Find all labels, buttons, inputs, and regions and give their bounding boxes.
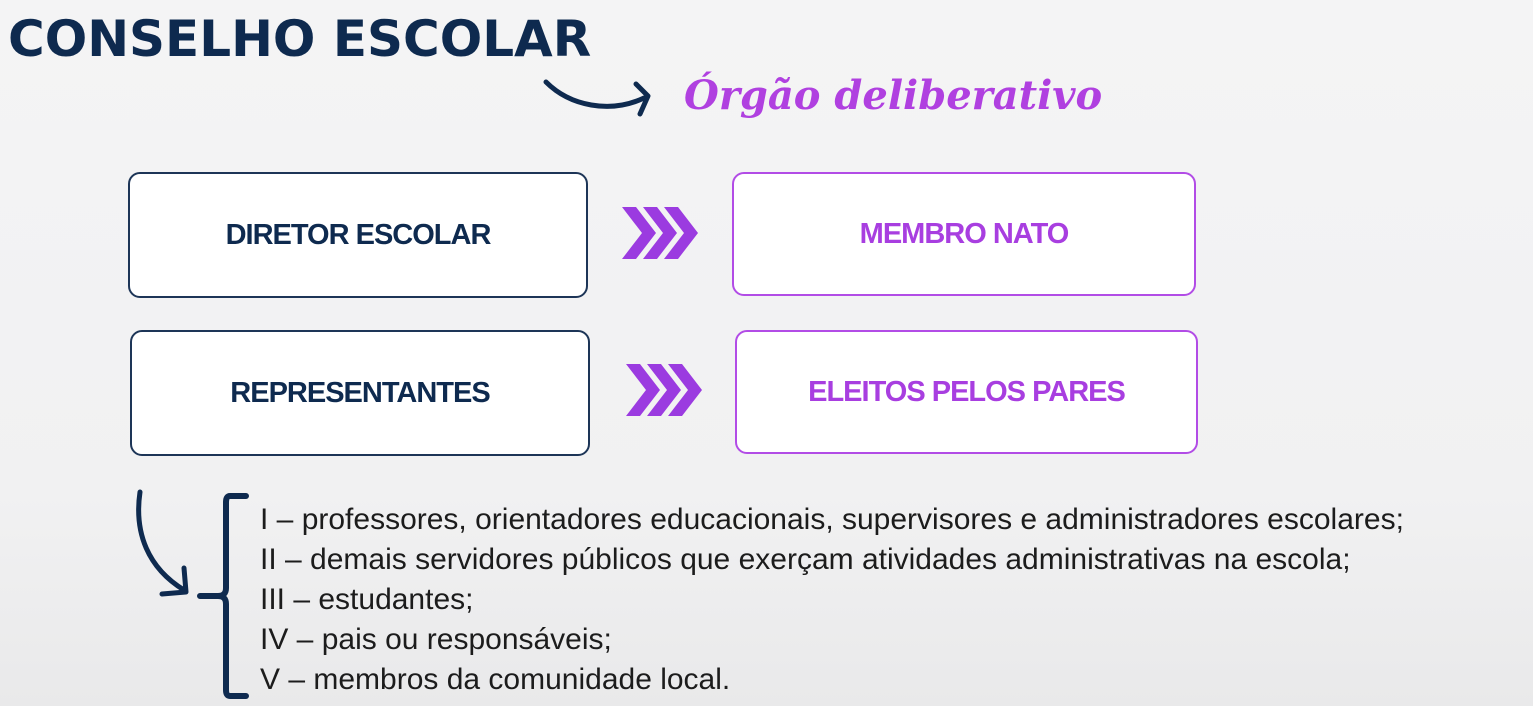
- director-box: DIRETOR ESCOLAR: [128, 172, 588, 298]
- page-title: CONSELHO ESCOLAR: [8, 10, 592, 68]
- subtitle: Órgão deliberativo: [684, 72, 1103, 119]
- representatives-box: REPRESENTANTES: [130, 330, 590, 456]
- member-nato-label: MEMBRO NATO: [859, 217, 1070, 250]
- list-item: IV – pais ou responsáveis;: [260, 623, 612, 656]
- list-item: III – estudantes;: [260, 583, 474, 616]
- chevron-triple-right-icon: [622, 207, 698, 259]
- director-label: DIRETOR ESCOLAR: [225, 218, 492, 251]
- curved-arrow-icon: [543, 79, 651, 117]
- list-item: II – demais servidores públicos que exer…: [260, 543, 1351, 576]
- elected-box: ELEITOS PELOS PARES: [735, 330, 1198, 454]
- member-nato-box: MEMBRO NATO: [732, 172, 1196, 296]
- representatives-label: REPRESENTANTES: [230, 376, 490, 409]
- left-bracket-icon: [197, 493, 249, 699]
- representatives-list: I – professores, orientadores educaciona…: [260, 500, 1404, 700]
- list-item: V – membros da comunidade local.: [260, 663, 731, 696]
- curved-down-arrow-icon: [136, 489, 189, 597]
- elected-label: ELEITOS PELOS PARES: [808, 375, 1126, 408]
- chevron-triple-right-icon: [626, 364, 702, 416]
- list-item: I – professores, orientadores educaciona…: [260, 503, 1404, 536]
